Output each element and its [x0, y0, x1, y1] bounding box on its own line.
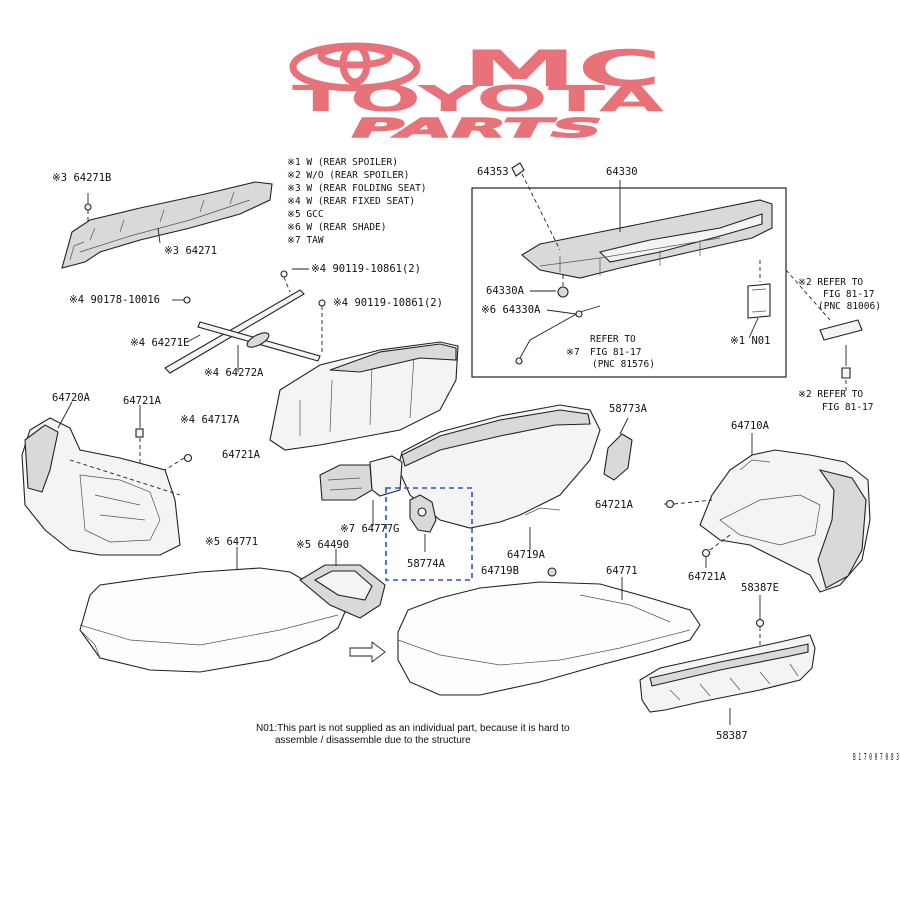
legend-item-7: ※7 TAW: [287, 235, 324, 246]
legend-item-2: ※2 W/O (REAR SPOILER): [287, 170, 409, 181]
part-64771-left-floor-mat: [79, 547, 346, 673]
direction-arrow-icon: [349, 641, 386, 663]
part-right-clip: [785, 269, 863, 392]
label-refer-fig1: REFER TO: [590, 334, 636, 345]
label-64720a: 64720A: [52, 392, 91, 404]
part-64777g-trays: [319, 455, 403, 526]
part-58774a-hook: [409, 494, 437, 552]
label-refer-fig1b: FIG 81-17: [590, 347, 641, 358]
label-64721a-2: 64721A: [222, 449, 261, 461]
label-refer-fig2c: (PNC 81006): [818, 301, 881, 312]
label-64721a-4: 64721A: [688, 571, 727, 583]
part-64271-trim-strip: [61, 181, 273, 269]
label-refer-fig2: ※2 REFER TO: [798, 277, 863, 288]
part-58387-scuff-plate: [639, 595, 816, 725]
part-64710a-right-side-trim: [664, 433, 871, 593]
label-64490: ※5 64490: [296, 539, 349, 551]
part-58773a-cover: [603, 417, 633, 481]
logo-text-parts: PARTS: [352, 114, 602, 144]
logo-text-toyota: TOYOTA: [292, 79, 664, 120]
footnote-line-1: N01:This part is not supplied as an indi…: [256, 723, 570, 734]
label-64710a: 64710A: [731, 420, 770, 432]
part-64490-tray: [299, 549, 386, 619]
label-64271e: ※4 64271E: [130, 337, 189, 349]
legend-item-5: ※5 GCC: [287, 209, 324, 220]
label-64771-right: 64771: [606, 565, 638, 577]
label-58774a: 58774A: [407, 558, 446, 570]
label-58387: 58387: [716, 730, 748, 742]
omc-toyota-logo: MC TOYOTA PARTS: [289, 40, 664, 145]
label-64721a-3: 64721A: [595, 499, 634, 511]
highlight-58774a: [385, 487, 473, 581]
variant-legend: ※1 W (REAR SPOILER) ※2 W/O (REAR SPOILER…: [287, 157, 427, 246]
label-64330a-2: ※6 64330A: [481, 304, 541, 316]
label-58387e: 58387E: [741, 582, 779, 594]
label-64777g: ※7 64777G: [340, 523, 399, 535]
label-64330: 64330: [606, 166, 638, 178]
label-64717a: ※4 64717A: [180, 414, 240, 426]
legend-item-3: ※3 W (REAR FOLDING SEAT): [287, 183, 427, 194]
tray-group-frame: [471, 187, 787, 378]
label-58773a: 58773A: [609, 403, 648, 415]
label-refer-fig1-mark: ※7: [566, 347, 580, 358]
part-64272a-stay-rods: [164, 268, 326, 374]
label-64719b: 64719B: [481, 565, 519, 577]
label-64271b: ※3 64271B: [52, 172, 111, 184]
label-refer-fig3: ※2 REFER TO: [798, 389, 863, 400]
label-refer-fig2b: FIG 81-17: [823, 289, 874, 300]
label-90178: ※4 90178-10016: [69, 294, 160, 306]
label-64330a-1: 64330A: [486, 285, 525, 297]
diagram-code: B 1 7 0 0 7 0 8 3: [853, 752, 899, 763]
label-64353: 64353: [477, 166, 509, 178]
label-n01: ※1 N01: [730, 335, 770, 347]
part-64330-package-tray: [511, 162, 773, 365]
part-64720a-left-side-trim: [21, 401, 193, 556]
footnote-line-2: assemble / disassemble due to the struct…: [275, 735, 471, 746]
legend-item-1: ※1 W (REAR SPOILER): [287, 157, 398, 168]
label-64271: ※3 64271: [164, 245, 217, 257]
part-64771-right-floor-mat: [397, 577, 701, 696]
label-refer-fig3b: FIG 81-17: [822, 402, 873, 413]
legend-item-6: ※6 W (REAR SHADE): [287, 222, 386, 233]
toyota-emblem-icon: [289, 42, 421, 92]
label-64771-left: ※5 64771: [205, 536, 258, 548]
part-rear-board: [269, 341, 459, 451]
part-64719a-center-board: [397, 404, 601, 577]
legend-item-4: ※4 W (REAR FIXED SEAT): [287, 196, 415, 207]
logo-text-mc: MC: [462, 40, 662, 98]
label-90119-mid: ※4 90119-10861(2): [333, 297, 443, 309]
label-64721a-1: 64721A: [123, 395, 162, 407]
label-refer-fig1c: (PNC 81576): [592, 359, 655, 370]
label-90119-top: ※4 90119-10861(2): [311, 263, 421, 275]
label-64719a: 64719A: [507, 549, 546, 561]
label-64272a: ※4 64272A: [204, 367, 264, 379]
